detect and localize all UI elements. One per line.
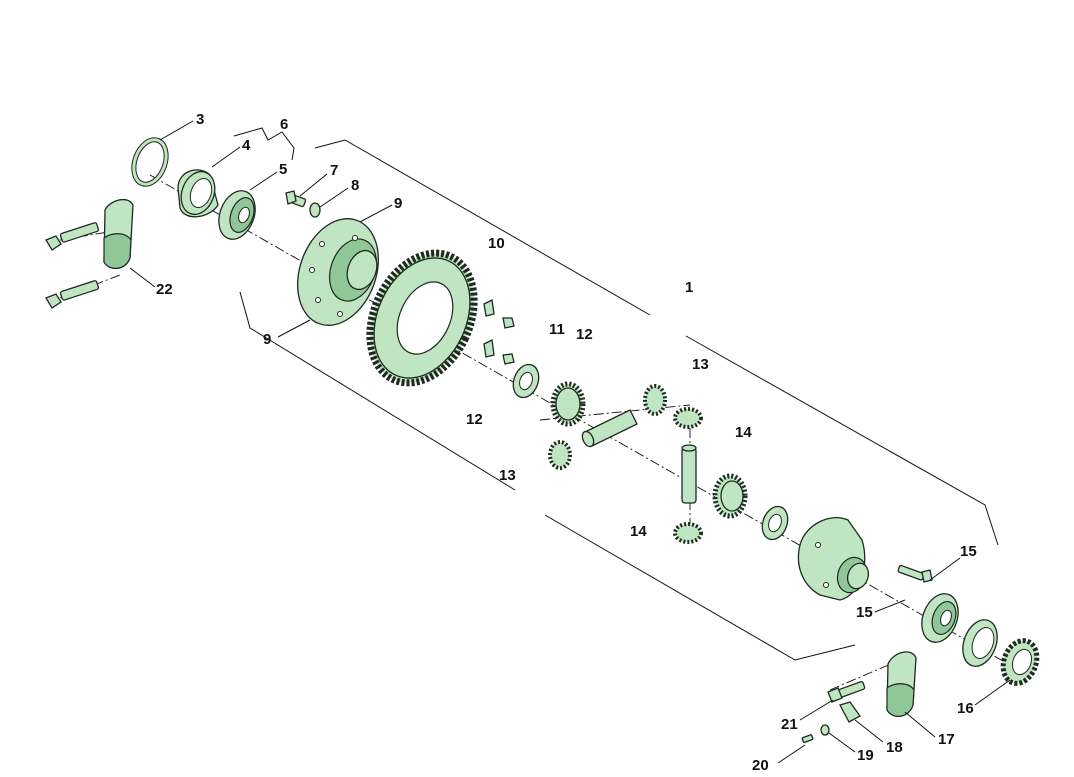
callout-16: 16 (957, 700, 974, 717)
thrust-washer-left (512, 363, 540, 399)
callout-14-upper: 14 (735, 424, 752, 441)
callout-15-lower: 15 (856, 604, 873, 621)
callout-14-lower: 14 (630, 523, 647, 540)
pinion-gear-top (673, 407, 703, 429)
callout-7: 7 (330, 162, 338, 179)
differential-case-flange-part (296, 218, 380, 326)
tapered-bearing-part (218, 190, 256, 240)
callout-8: 8 (351, 177, 359, 194)
snap-ring-part (131, 137, 169, 187)
bracket-13-top (239, 291, 516, 491)
callout-11: 11 (549, 321, 565, 338)
callout-9-lower: 9 (263, 331, 271, 348)
callout-13-upper: 13 (692, 356, 709, 373)
callout-labels: 1 3 4 5 6 7 8 9 9 10 11 12 12 13 13 14 1… (156, 111, 977, 774)
callout-18: 18 (886, 739, 903, 756)
lock-tab-lower (483, 339, 515, 365)
callout-9-upper: 9 (394, 195, 402, 212)
bracket-13-bottom (544, 514, 856, 661)
callout-3: 3 (196, 111, 204, 128)
assembly-brackets (233, 127, 999, 661)
callout-15-upper: 15 (960, 543, 977, 560)
callout-19: 19 (857, 747, 874, 764)
callout-22: 22 (156, 281, 173, 298)
bracket-6 (233, 127, 295, 161)
callout-6: 6 (280, 116, 288, 133)
cap-bolt-right (827, 681, 866, 703)
small-bolt-part (285, 190, 307, 208)
callout-20: 20 (752, 757, 769, 774)
pinion-gear-bottom (673, 522, 703, 544)
callout-12-upper: 12 (576, 326, 593, 343)
callout-10: 10 (488, 235, 505, 252)
pinion-gear-upper (643, 384, 667, 416)
bearing-cup-part (177, 169, 219, 218)
cap-bolt-upper (45, 222, 100, 251)
callout-21: 21 (781, 716, 798, 733)
callout-13-lower: 13 (499, 467, 516, 484)
bearing-cap-right-part (886, 651, 917, 717)
callout-12-lower: 12 (466, 411, 483, 428)
cap-bolt-lower (45, 280, 100, 309)
callout-17: 17 (938, 731, 955, 748)
lock-tab-upper (483, 299, 515, 329)
ring-gear-part (366, 249, 478, 387)
small-washer-part (309, 202, 321, 218)
small-washer-right (820, 724, 830, 736)
housing-bolt-part (897, 564, 933, 583)
bearing-cap-left-part (103, 198, 134, 269)
cross-shaft-horizontal (581, 409, 638, 448)
side-gear-right (712, 473, 748, 519)
adjuster-nut-part (1000, 638, 1040, 686)
callout-1: 1 (685, 279, 693, 296)
small-screw-part (801, 734, 814, 744)
bearing-cup-right (962, 619, 998, 667)
pinion-gear-lower (548, 440, 572, 470)
cross-shaft-vertical (681, 444, 697, 504)
thrust-washer-right (761, 505, 789, 541)
side-gear-left (550, 381, 586, 427)
leader-lines (129, 120, 1011, 764)
differential-housing-part (797, 516, 870, 601)
bracket-1-lower (685, 335, 999, 546)
lock-plate-part (839, 701, 861, 723)
tapered-bearing-right (921, 593, 959, 643)
callout-4: 4 (242, 137, 251, 154)
callout-5: 5 (279, 161, 287, 178)
bracket-1 (314, 139, 651, 316)
